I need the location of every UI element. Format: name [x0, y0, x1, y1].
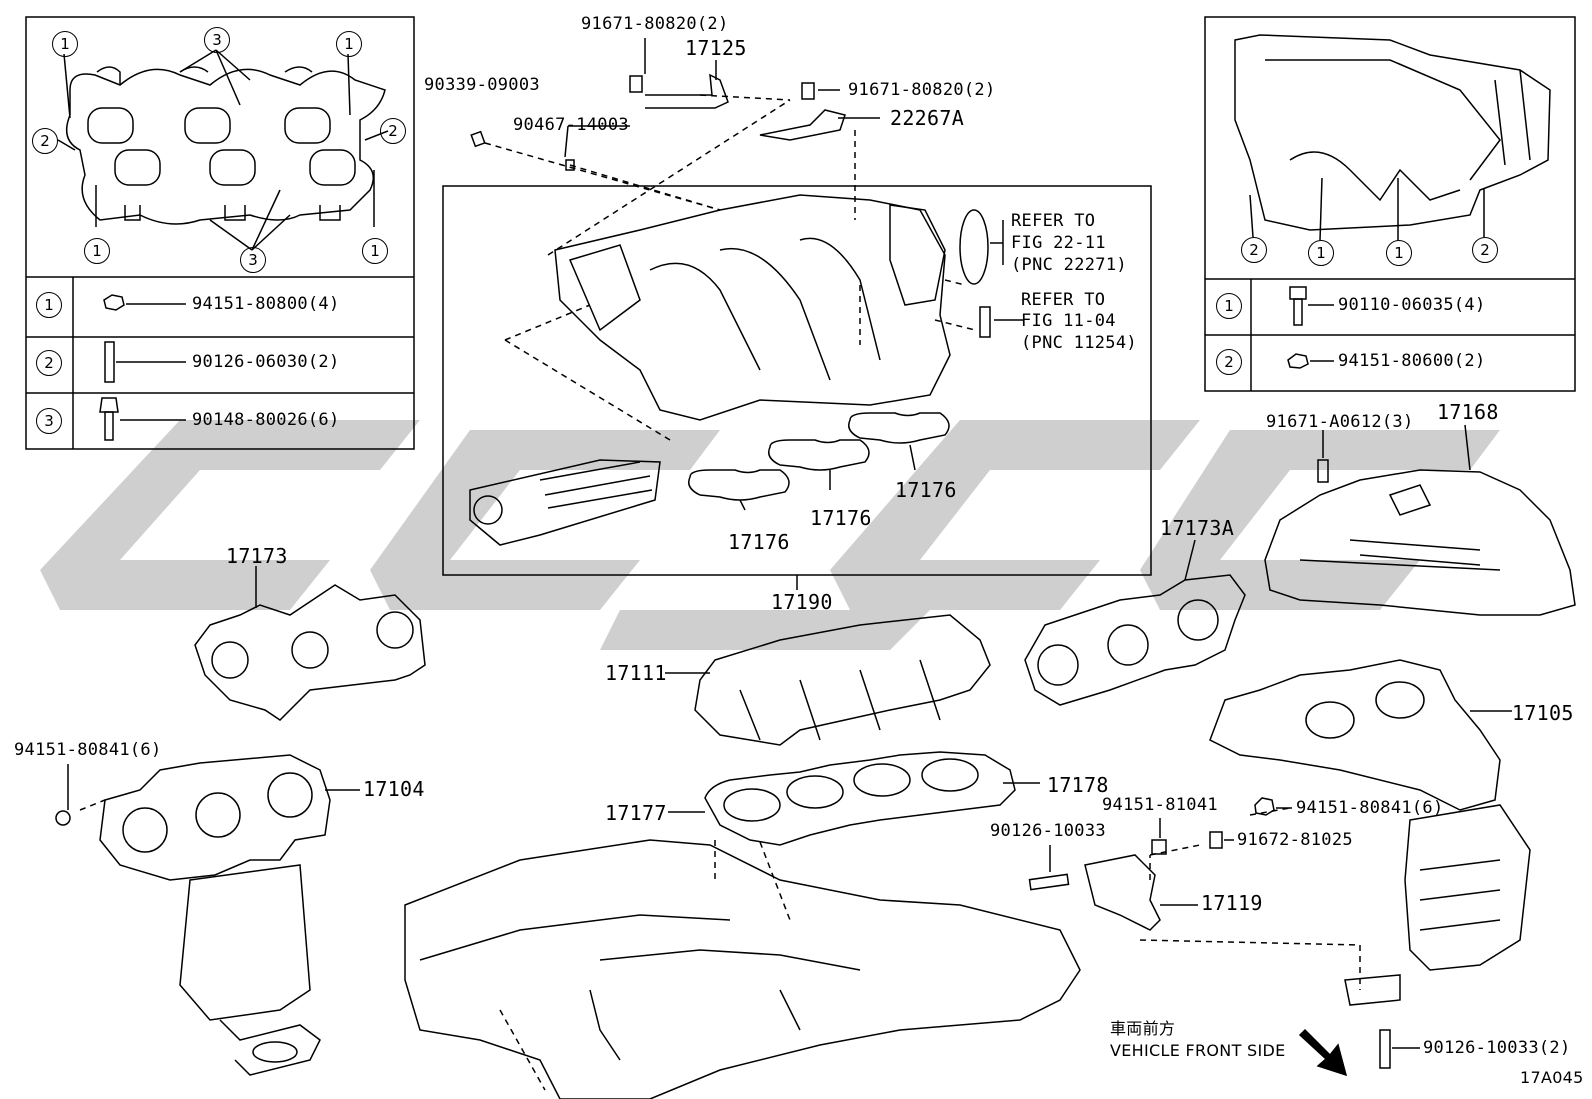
label-91672-81025: 91672-81025	[1237, 830, 1353, 850]
label-17104: 17104	[363, 777, 425, 801]
legend-key-1: 1	[36, 292, 62, 318]
callout-1: 1	[362, 238, 388, 264]
legend-part-2: 94151-80600(2)	[1338, 351, 1486, 371]
legend-key-3: 3	[36, 408, 62, 434]
legend-key-2: 2	[36, 350, 62, 376]
callout-1: 1	[1386, 240, 1412, 266]
legend-part-3: 90148-80026(6)	[192, 410, 340, 430]
label-94151-80841-right: 94151-80841(6)	[1296, 798, 1444, 818]
legend-key-2: 2	[1216, 349, 1242, 375]
callout-2: 2	[380, 118, 406, 144]
legend-part-2: 90126-06030(2)	[192, 352, 340, 372]
refer-fig-22-11-line2: FIG 22-11	[1011, 233, 1106, 253]
label-91671-80820-top: 91671-80820(2)	[581, 14, 729, 34]
refer-fig-11-04-line2: FIG 11-04	[1021, 311, 1116, 331]
callout-3: 3	[240, 247, 266, 273]
refer-fig-22-11-line1: REFER TO	[1011, 211, 1096, 231]
callout-1: 1	[1308, 240, 1334, 266]
legend-part-1: 90110-06035(4)	[1338, 295, 1486, 315]
right-legend-box	[1204, 16, 1576, 392]
label-17176: 17176	[810, 506, 872, 530]
front-side-jp: 車両前方	[1110, 1019, 1176, 1038]
label-90467-14003: 90467-14003	[513, 115, 629, 135]
callout-1: 1	[84, 238, 110, 264]
figure-id: 17A045	[1520, 1068, 1584, 1087]
label-17173: 17173	[226, 544, 288, 568]
label-17168: 17168	[1437, 400, 1499, 424]
label-94151-81041: 94151-81041	[1102, 795, 1218, 815]
label-90126-10033-bottom: 90126-10033(2)	[1423, 1038, 1571, 1058]
callout-1: 1	[52, 31, 78, 57]
callout-2: 2	[1241, 237, 1267, 263]
label-91671-80820-right: 91671-80820(2)	[848, 80, 996, 100]
callout-1: 1	[336, 31, 362, 57]
label-90126-10033: 90126-10033	[990, 821, 1106, 841]
label-17119: 17119	[1201, 891, 1263, 915]
label-17105: 17105	[1512, 701, 1574, 725]
callout-2: 2	[1472, 237, 1498, 263]
label-17111: 17111	[605, 661, 667, 685]
label-90339-09003: 90339-09003	[424, 75, 540, 95]
callout-3: 3	[204, 27, 230, 53]
front-side-en: VEHICLE FRONT SIDE	[1110, 1041, 1286, 1060]
label-17177: 17177	[605, 801, 667, 825]
label-17173a: 17173A	[1160, 516, 1235, 540]
label-17190: 17190	[771, 590, 833, 614]
legend-key-1: 1	[1216, 293, 1242, 319]
legend-part-1: 94151-80800(4)	[192, 294, 340, 314]
left-legend-box	[25, 16, 415, 450]
label-17125: 17125	[685, 36, 747, 60]
label-17176: 17176	[895, 478, 957, 502]
label-17176: 17176	[728, 530, 790, 554]
label-94151-80841-left: 94151-80841(6)	[14, 740, 162, 760]
callout-2: 2	[32, 128, 58, 154]
refer-fig-22-11-line3: (PNC 22271)	[1011, 255, 1127, 275]
label-17178: 17178	[1047, 773, 1109, 797]
label-22267a: 22267A	[890, 106, 965, 130]
line-art	[25, 16, 1576, 1099]
refer-fig-11-04-line1: REFER TO	[1021, 290, 1106, 310]
label-91671-a0612: 91671-A0612(3)	[1266, 412, 1414, 432]
refer-fig-11-04-line3: (PNC 11254)	[1021, 333, 1137, 353]
